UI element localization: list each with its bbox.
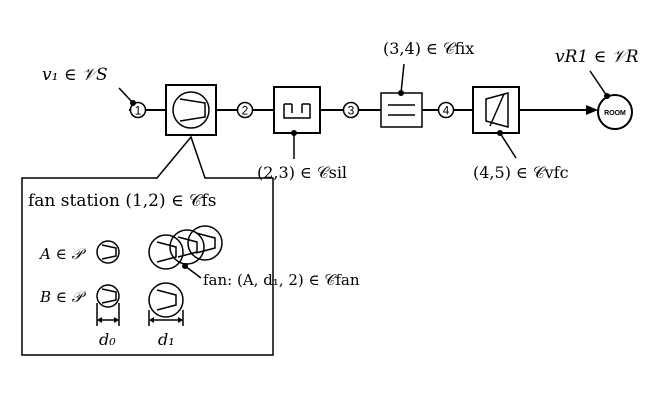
label-fan-definition: fan: (A, d₁, 2) ∈ 𝒞fan bbox=[203, 271, 360, 289]
fan-component bbox=[165, 84, 217, 136]
silencer-component bbox=[273, 86, 321, 134]
fan-station-callout: fan station (1,2) ∈ 𝒞fs A ∈ 𝒫 B ∈ 𝒫 bbox=[21, 135, 360, 356]
room-node: ROOM bbox=[597, 94, 633, 130]
main-flow-line bbox=[129, 105, 598, 115]
fan-icon bbox=[172, 91, 210, 129]
variable-flow-controller-icon bbox=[485, 92, 509, 128]
label-d0: d₀ bbox=[99, 330, 116, 349]
room-label: ROOM bbox=[604, 110, 626, 117]
label-vfc: (4,5) ∈ 𝒞vfc bbox=[473, 163, 569, 182]
label-fix: (3,4) ∈ 𝒞fix bbox=[383, 39, 474, 58]
node-2: 2 bbox=[236, 101, 254, 119]
small-fan-B-icon bbox=[96, 284, 120, 308]
node-4: 4 bbox=[437, 101, 455, 119]
dimension-d0 bbox=[96, 303, 120, 326]
dimension-d1 bbox=[148, 310, 184, 326]
label-v1: v₁ ∈ 𝒱S bbox=[42, 65, 108, 85]
node-3: 3 bbox=[342, 101, 360, 119]
vfc-component bbox=[472, 86, 520, 134]
leader-sil bbox=[291, 130, 297, 159]
label-A-member: A ∈ 𝒫 bbox=[38, 245, 86, 263]
large-fan-group-icon bbox=[148, 225, 223, 270]
svg-text:3: 3 bbox=[348, 104, 355, 118]
small-fan-A-icon bbox=[96, 240, 120, 264]
silencer-icon bbox=[283, 103, 311, 119]
leader-vfc bbox=[497, 130, 517, 159]
fan-station-title: fan station (1,2) ∈ 𝒞fs bbox=[28, 191, 216, 211]
leader-vR1 bbox=[589, 70, 610, 99]
large-fan-single-icon bbox=[148, 282, 184, 318]
fixed-component-icon bbox=[388, 104, 415, 116]
svg-text:1: 1 bbox=[135, 104, 142, 118]
svg-text:4: 4 bbox=[443, 104, 450, 118]
node-1: 1 bbox=[129, 101, 147, 119]
label-B-member: B ∈ 𝒫 bbox=[39, 288, 87, 306]
label-vR1: vR1 ∈ 𝒱R bbox=[555, 47, 639, 67]
leader-v1 bbox=[118, 87, 136, 106]
label-sil: (2,3) ∈ 𝒞sil bbox=[257, 163, 347, 182]
label-d1: d₁ bbox=[158, 330, 175, 349]
flow-arrowhead bbox=[586, 105, 598, 115]
svg-text:2: 2 bbox=[242, 104, 249, 118]
leader-fan bbox=[182, 263, 202, 279]
leader-fix bbox=[398, 63, 405, 96]
fixed-component bbox=[380, 92, 423, 128]
